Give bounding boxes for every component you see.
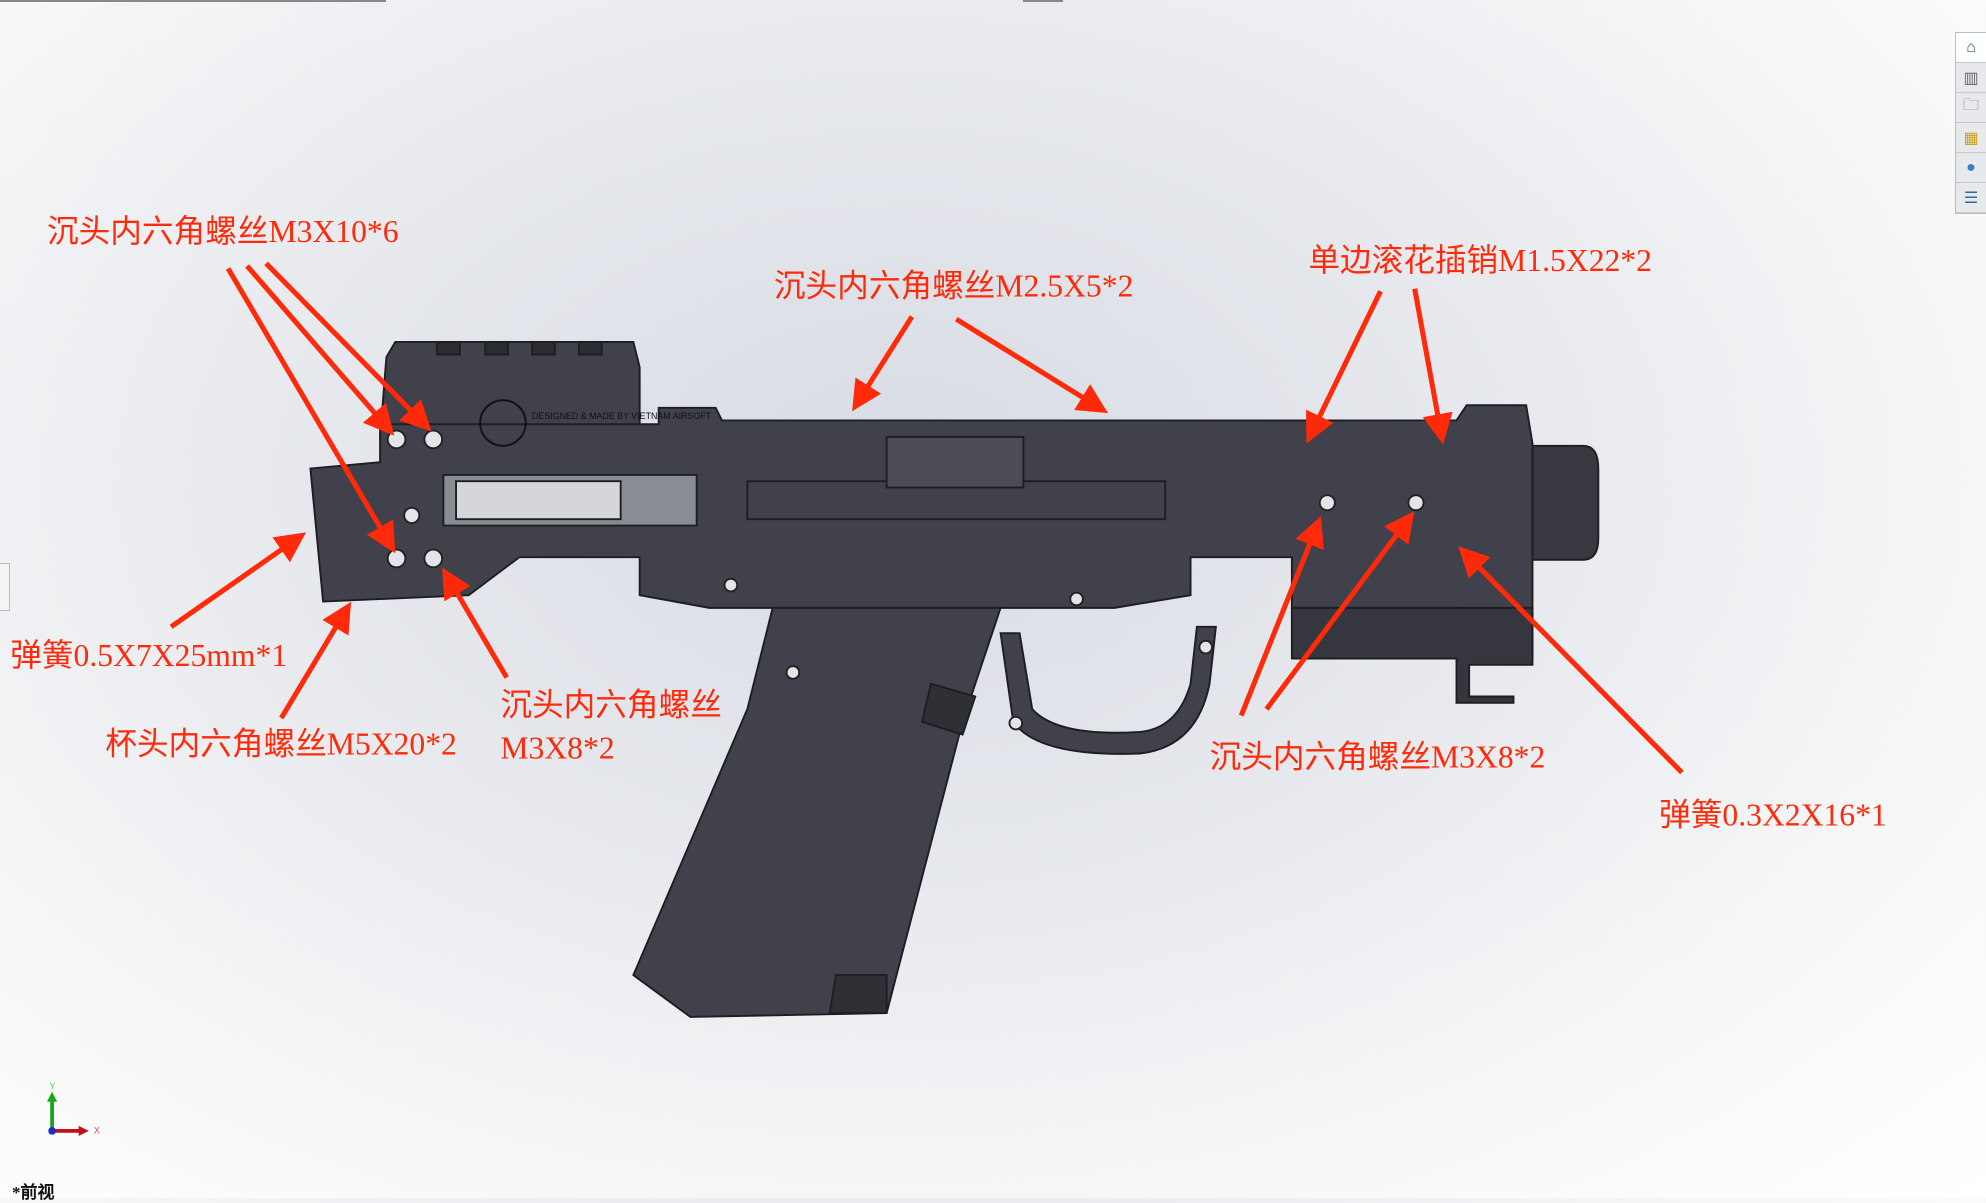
logo-text: DESIGNED & MADE BY VIETNAM AIRSOFT [532, 411, 712, 421]
annotation-label: 杯头内六角螺丝M5X20*2 [105, 727, 457, 762]
brand-logo [479, 399, 527, 447]
top-rail [379, 340, 641, 438]
folder-glyph: 🗀 [1962, 97, 1979, 114]
annotation-label: 单边滚花插销M1.5X22*2 [1308, 243, 1652, 278]
triad-x-label: X [94, 1125, 100, 1135]
appearance-glyph: ● [1966, 158, 1976, 176]
pistol-grip [632, 606, 1002, 1018]
annotation-label: 沉头内六角螺丝M2.5X5*2 [774, 268, 1133, 303]
stock-cap [1531, 444, 1600, 561]
folder-icon[interactable]: 🗀 [1956, 93, 1986, 123]
design-library-icon[interactable]: ▦ [1956, 123, 1986, 153]
annotation-label: 沉头内六角螺丝M3X10*6 [47, 214, 399, 249]
annotation-label: 沉头内六角螺丝M3X8*2 [1210, 739, 1546, 774]
home-glyph: ⌂ [1966, 38, 1976, 56]
parts-icon[interactable]: ▥ [1956, 63, 1986, 93]
parts-glyph: ▥ [1963, 69, 1979, 87]
design-library-glyph: ▦ [1963, 129, 1979, 147]
properties-list-icon[interactable]: ☰ [1956, 183, 1986, 213]
home-icon[interactable]: ⌂ [1956, 33, 1986, 63]
trigger-guard [999, 625, 1217, 755]
task-pane-tabs: ⌂ ▥ 🗀 ▦ ● ☰ [1955, 32, 1986, 214]
reference-triad: Y X [47, 1081, 100, 1136]
annotation-label: 弹簧0.5X7X25mm*1 [10, 638, 287, 673]
appearance-icon[interactable]: ● [1956, 153, 1986, 183]
window-edge-line [1023, 0, 1063, 2]
annotation-label: 弹簧0.3X2X16*1 [1659, 798, 1887, 833]
annotation-arrows [169, 261, 1684, 775]
view-orientation-label: *前视 [12, 1183, 55, 1202]
window-edge-line [0, 0, 386, 2]
properties-glyph: ☰ [1963, 189, 1979, 207]
annotation-label: 沉头内六角螺丝 [500, 688, 721, 723]
panel-collapse-handle[interactable] [0, 563, 10, 611]
trigger [920, 682, 977, 736]
gun-model [309, 340, 1600, 1018]
triad-y-label: Y [50, 1081, 56, 1091]
annotation-label: M3X8*2 [500, 731, 614, 766]
